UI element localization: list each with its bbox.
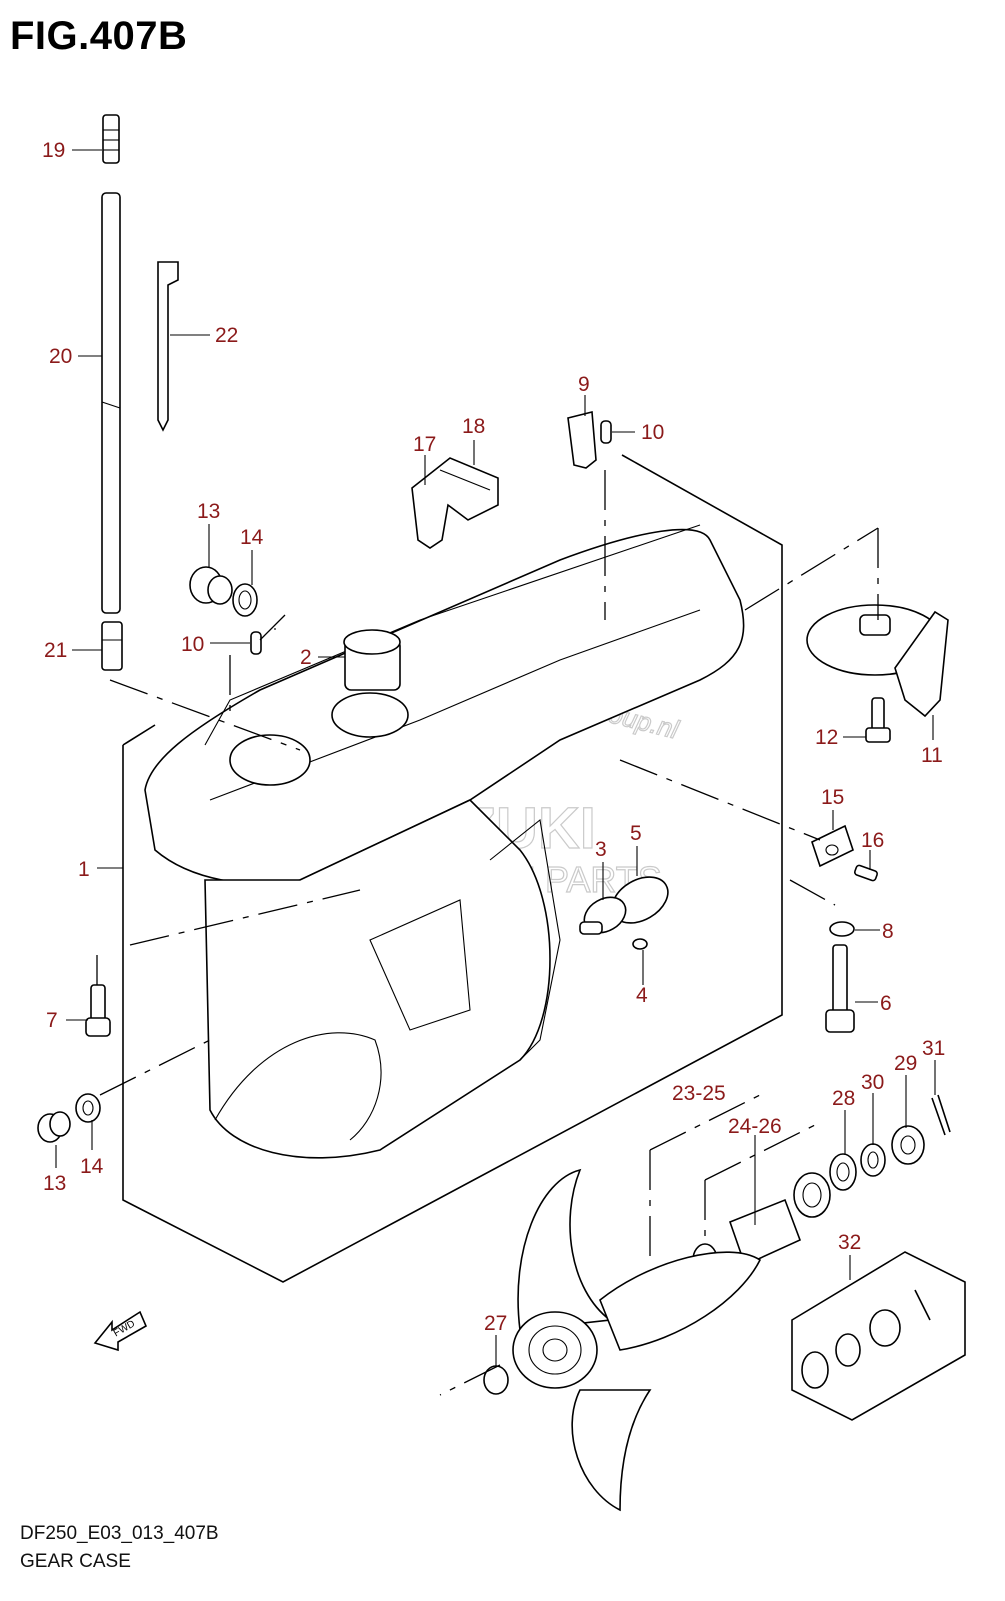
leader-lines [55, 149, 936, 1366]
part-32-kit [791, 1251, 966, 1421]
callout-31: 31 [922, 1037, 945, 1060]
gear-case-frame [122, 454, 783, 1283]
callout-21: 21 [44, 639, 67, 662]
callout-27: 27 [484, 1312, 507, 1335]
part-9-anode [567, 410, 597, 469]
part-14-gasket-top [232, 583, 258, 617]
callout-18: 18 [462, 415, 485, 438]
part-29-nut [891, 1125, 925, 1165]
part-8-washer [829, 921, 855, 937]
callout-9: 9 [578, 373, 590, 396]
part-16-bolt [853, 864, 879, 882]
callout-4: 4 [636, 984, 648, 1007]
part-6-bolt [825, 944, 855, 1033]
callout-14-low: 14 [80, 1155, 104, 1178]
callout-22: 22 [215, 324, 238, 347]
part-20-driveshaft [101, 192, 121, 614]
callout-10-left: 10 [181, 633, 204, 656]
part-12-bolt [865, 697, 891, 743]
callout-14-top: 14 [240, 526, 264, 549]
callout-19: 19 [42, 139, 65, 162]
callout-11: 11 [921, 744, 943, 767]
fwd-arrow-icon: FWD [93, 1310, 148, 1352]
assembly-lines [96, 470, 879, 1396]
callout-15: 15 [821, 786, 844, 809]
callouts: 19 20 22 9 10 18 17 13 14 10 21 2 1 12 1… [42, 139, 945, 1335]
callout-10-top: 10 [641, 421, 664, 444]
callout-7: 7 [46, 1009, 58, 1032]
callout-13-low: 13 [43, 1172, 66, 1195]
part-19-spline [102, 114, 120, 164]
callout-17: 17 [413, 433, 436, 456]
figure-code: DF250_E03_013_407B [20, 1523, 219, 1544]
callout-8: 8 [882, 920, 894, 943]
callout-3: 3 [595, 838, 607, 861]
part-17-18-guide [411, 457, 499, 549]
callout-6: 6 [880, 992, 892, 1015]
callout-32: 32 [838, 1231, 861, 1254]
callout-23-25: 23-25 [672, 1082, 726, 1105]
callout-30: 30 [861, 1071, 884, 1094]
figure-title: FIG.407B [10, 14, 188, 58]
callout-20: 20 [49, 345, 72, 368]
callout-1: 1 [78, 858, 90, 881]
callout-29: 29 [894, 1052, 917, 1075]
callout-12: 12 [815, 726, 838, 749]
part-24-26-spacer [692, 1172, 831, 1277]
part-22-strap [157, 261, 179, 432]
callout-28: 28 [832, 1087, 855, 1110]
part-10-pin [600, 420, 612, 444]
callout-2: 2 [300, 646, 312, 669]
gear-case-body [144, 524, 745, 1159]
callout-13-top: 13 [197, 500, 220, 523]
propeller [483, 1168, 762, 1512]
part-15-anode [811, 824, 854, 868]
part-13-plug-top [189, 566, 233, 605]
part-21-fitting [101, 621, 123, 671]
callout-5: 5 [630, 822, 642, 845]
part-31-pin [931, 1094, 951, 1136]
part-10-pin-left [250, 631, 262, 655]
part-3-5-bearing [579, 876, 669, 950]
part-11-trim-tab [806, 604, 949, 718]
figure-name: GEAR CASE [20, 1551, 131, 1572]
part-14-gasket-low [75, 1093, 101, 1123]
part-13-plug-low [37, 1111, 71, 1143]
callout-16: 16 [861, 829, 884, 852]
callout-24-26: 24-26 [728, 1115, 782, 1138]
part-7-bolt [85, 984, 111, 1037]
part-30-washer [860, 1143, 886, 1177]
part-28-washer [829, 1153, 857, 1191]
